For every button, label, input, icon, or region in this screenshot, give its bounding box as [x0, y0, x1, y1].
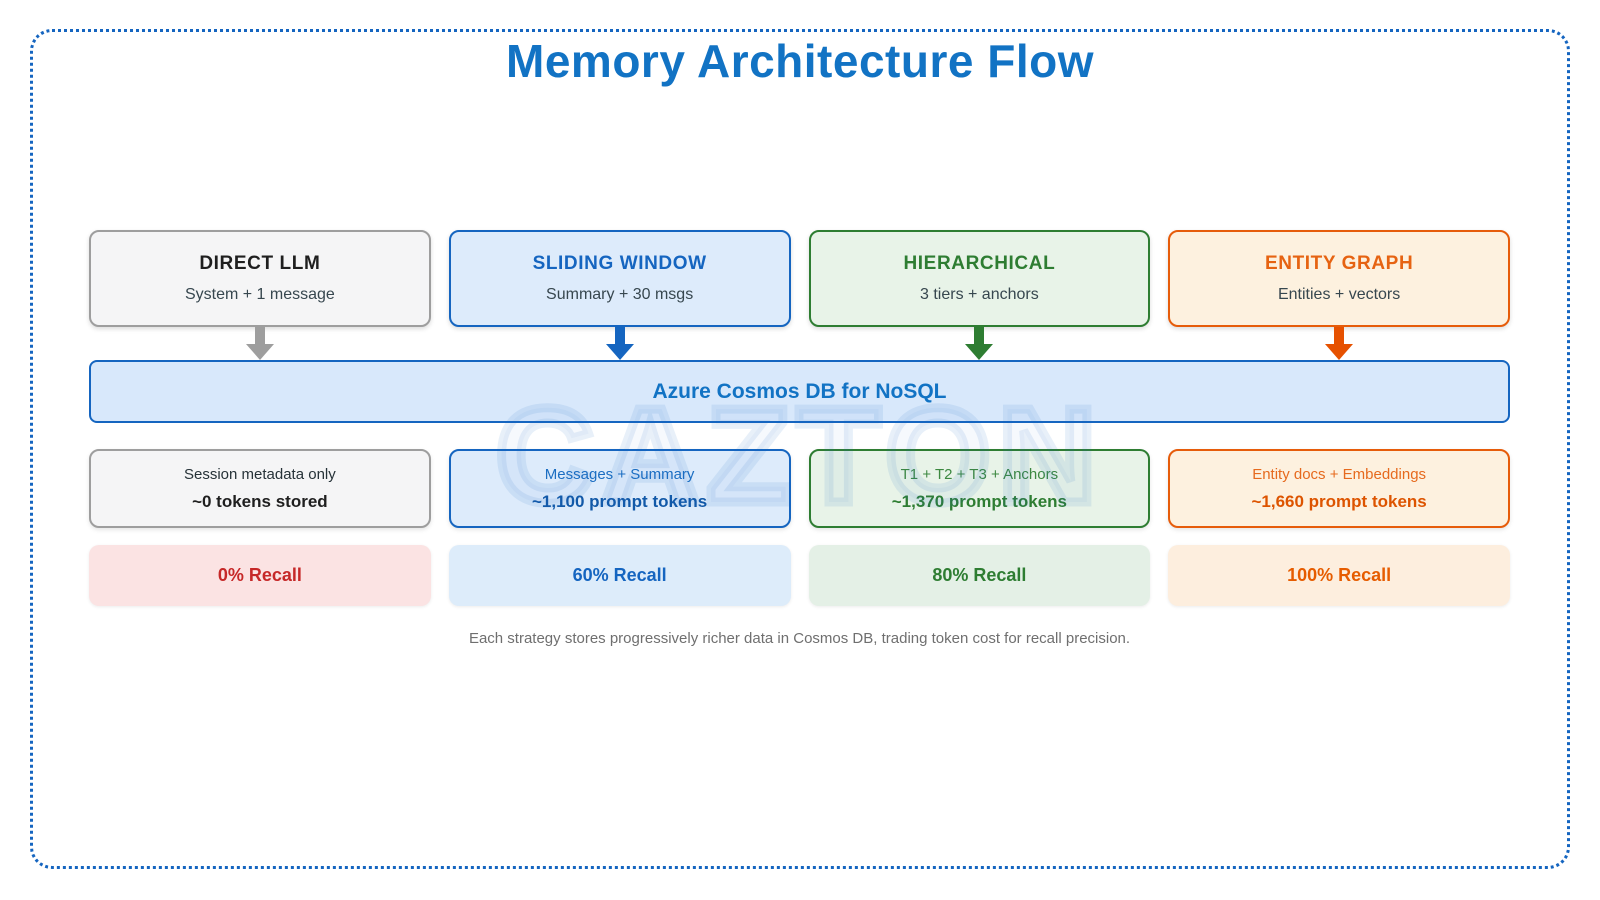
strategy-subtitle: 3 tiers + anchors	[920, 286, 1039, 303]
storage-cell-direct-llm: Session metadata only ~0 tokens stored	[89, 449, 431, 528]
column-sliding-window: SLIDING WINDOW Summary + 30 msgs	[448, 230, 791, 327]
strategy-box-entity-graph: ENTITY GRAPH Entities + vectors	[1168, 230, 1510, 327]
recall-box: 80% Recall	[808, 545, 1151, 606]
storage-box: Session metadata only ~0 tokens stored	[89, 449, 431, 528]
recall-label: 0% Recall	[217, 565, 302, 585]
dotted-border-frame	[30, 29, 1570, 869]
down-arrow-icon	[1325, 327, 1354, 360]
recall-cell-hierarchical: 80% Recall	[808, 545, 1151, 606]
footer-caption: Each strategy stores progressively riche…	[468, 630, 1131, 647]
recall-box: 0% Recall	[89, 545, 431, 606]
recall-box: 60% Recall	[448, 545, 791, 606]
strategy-box-hierarchical: HIERARCHICAL 3 tiers + anchors	[808, 230, 1151, 327]
arrow-row	[89, 327, 1510, 360]
storage-box: Entity docs + Embeddings ~1,660 prompt t…	[1168, 449, 1510, 528]
arrow-cell	[809, 327, 1151, 360]
strategy-name: DIRECT LLM	[199, 253, 321, 274]
recall-label: 80% Recall	[932, 565, 1027, 585]
diagram-content: DIRECT LLM System + 1 message SLIDING WI…	[89, 230, 1510, 647]
recall-cell-sliding-window: 60% Recall	[448, 545, 791, 606]
recall-cell-direct-llm: 0% Recall	[89, 545, 431, 606]
recall-row: 0% Recall 60% Recall 80% Recall 100% Rec…	[89, 545, 1510, 606]
cosmos-db-label: Azure Cosmos DB for NoSQL	[652, 379, 947, 403]
storage-box: Messages + Summary ~1,100 prompt tokens	[448, 449, 791, 528]
down-arrow-icon	[605, 327, 634, 360]
recall-box: 100% Recall	[1168, 545, 1510, 606]
storage-tokens: ~0 tokens stored	[192, 491, 328, 511]
storage-cell-entity-graph: Entity docs + Embeddings ~1,660 prompt t…	[1168, 449, 1510, 528]
recall-label: 100% Recall	[1287, 565, 1392, 585]
recall-label: 60% Recall	[572, 565, 667, 585]
arrow-cell	[1168, 327, 1510, 360]
storage-label: Session metadata only	[183, 465, 336, 483]
strategy-name: ENTITY GRAPH	[1264, 253, 1414, 274]
storage-tokens: ~1,100 prompt tokens	[531, 491, 708, 511]
strategy-subtitle: Entities + vectors	[1277, 286, 1401, 303]
storage-label: Messages + Summary	[544, 465, 695, 483]
strategy-box-direct-llm: DIRECT LLM System + 1 message	[89, 230, 431, 327]
strategy-name: SLIDING WINDOW	[532, 253, 707, 274]
strategy-subtitle: System + 1 message	[184, 286, 335, 303]
storage-label: T1 + T2 + T3 + Anchors	[900, 465, 1059, 483]
down-arrow-icon	[245, 327, 274, 360]
strategy-subtitle: Summary + 30 msgs	[546, 286, 694, 303]
cosmos-db-bar: Azure Cosmos DB for NoSQL	[89, 360, 1510, 423]
recall-cell-entity-graph: 100% Recall	[1168, 545, 1510, 606]
column-direct-llm: DIRECT LLM System + 1 message	[89, 230, 431, 327]
strategy-name: HIERARCHICAL	[903, 253, 1056, 274]
storage-tokens: ~1,660 prompt tokens	[1251, 491, 1427, 511]
storage-cell-hierarchical: T1 + T2 + T3 + Anchors ~1,370 prompt tok…	[808, 449, 1151, 528]
page-title: Memory Architecture Flow	[506, 35, 1094, 87]
storage-label: Entity docs + Embeddings	[1252, 465, 1427, 483]
column-hierarchical: HIERARCHICAL 3 tiers + anchors	[808, 230, 1151, 327]
down-arrow-icon	[965, 327, 994, 360]
arrow-cell	[449, 327, 791, 360]
strategy-row: DIRECT LLM System + 1 message SLIDING WI…	[89, 230, 1510, 327]
arrow-cell	[89, 327, 431, 360]
column-entity-graph: ENTITY GRAPH Entities + vectors	[1168, 230, 1510, 327]
storage-tokens: ~1,370 prompt tokens	[891, 491, 1067, 511]
storage-row: Session metadata only ~0 tokens stored M…	[89, 449, 1510, 528]
storage-box: T1 + T2 + T3 + Anchors ~1,370 prompt tok…	[808, 449, 1151, 528]
storage-cell-sliding-window: Messages + Summary ~1,100 prompt tokens	[448, 449, 791, 528]
strategy-box-sliding-window: SLIDING WINDOW Summary + 30 msgs	[448, 230, 791, 327]
